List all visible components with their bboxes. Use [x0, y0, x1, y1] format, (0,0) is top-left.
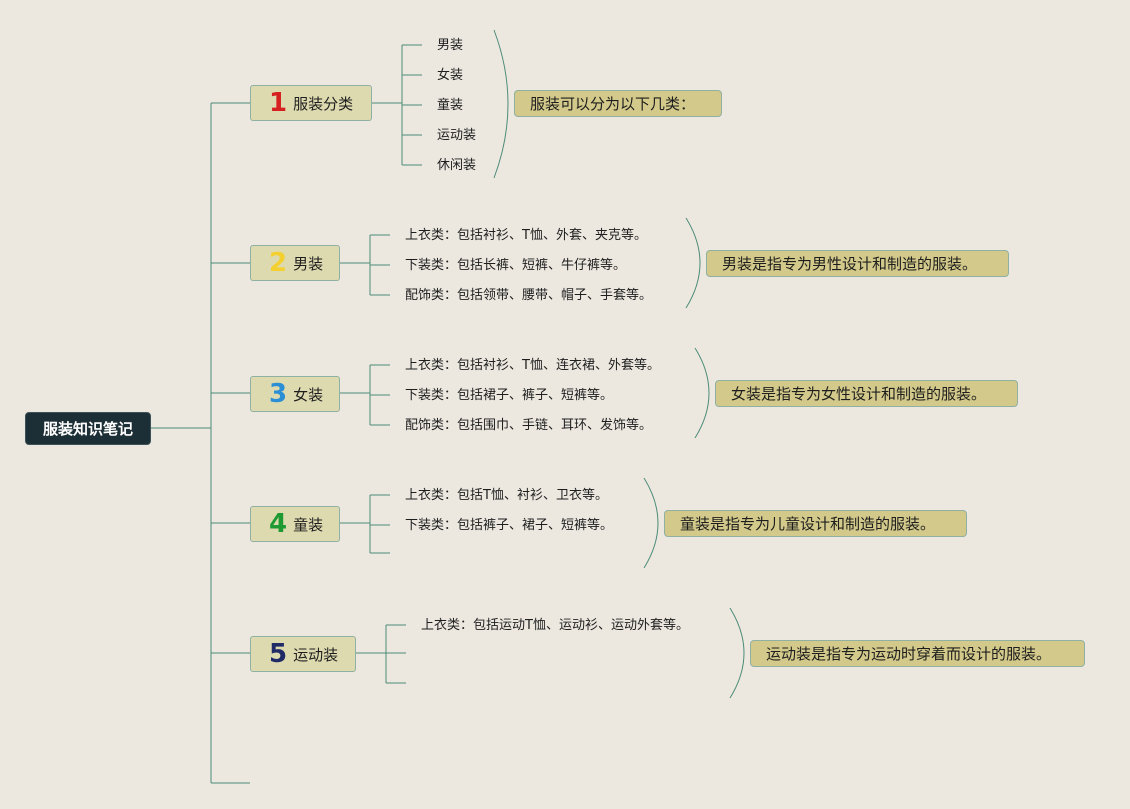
leaf-2-2[interactable]: 下装类：包括长裤、短裤、牛仔裤等。	[405, 258, 627, 273]
branch-number-3: 3	[269, 379, 288, 409]
leaf-1-5[interactable]: 休闲装	[437, 158, 477, 173]
branch-label-1: 服装分类	[293, 94, 354, 113]
branch-node-1[interactable]: 1 服装分类	[250, 85, 372, 121]
brace-2	[685, 217, 701, 309]
branch-node-3[interactable]: 3 女装	[250, 376, 340, 412]
leaf-1-4[interactable]: 运动装	[437, 128, 477, 143]
brace-5	[729, 607, 745, 699]
summary-text-1: 服装可以分为以下几类：	[530, 95, 696, 113]
branch-label-5: 运动装	[293, 645, 339, 664]
branch-number-1: 1	[269, 88, 288, 118]
branch-label-2: 男装	[293, 254, 324, 273]
summary-5[interactable]: 运动装是指专为运动时穿着而设计的服装。	[750, 640, 1085, 667]
leaf-5-1[interactable]: 上衣类：包括运动T恤、运动衫、运动外套等。	[421, 618, 689, 633]
branch-number-5: 5	[269, 639, 288, 669]
leaf-3-1[interactable]: 上衣类：包括衬衫、T恤、连衣裙、外套等。	[405, 358, 660, 373]
summary-2[interactable]: 男装是指专为男性设计和制造的服装。	[706, 250, 1009, 277]
summary-text-2: 男装是指专为男性设计和制造的服装。	[722, 255, 978, 273]
branch-node-4[interactable]: 4 童装	[250, 506, 340, 542]
root-node[interactable]: 服装知识笔记	[25, 412, 151, 445]
root-label: 服装知识笔记	[42, 420, 133, 438]
leaf-2-3[interactable]: 配饰类：包括领带、腰带、帽子、手套等。	[405, 288, 653, 303]
leaf-1-1[interactable]: 男装	[437, 38, 464, 53]
leaf-4-2[interactable]: 下装类：包括裤子、裙子、短裤等。	[405, 518, 614, 533]
summary-4[interactable]: 童装是指专为儿童设计和制造的服装。	[664, 510, 967, 537]
branch-label-4: 童装	[293, 515, 324, 534]
branch-node-2[interactable]: 2 男装	[250, 245, 340, 281]
leaf-3-3[interactable]: 配饰类：包括围巾、手链、耳环、发饰等。	[405, 418, 653, 433]
leaf-3-2[interactable]: 下装类：包括裙子、裤子、短裤等。	[405, 388, 614, 403]
branch-number-4: 4	[269, 509, 288, 539]
branch-label-3: 女装	[293, 385, 324, 404]
brace-4	[643, 477, 659, 569]
summary-text-5: 运动装是指专为运动时穿着而设计的服装。	[766, 645, 1052, 663]
summary-3[interactable]: 女装是指专为女性设计和制造的服装。	[715, 380, 1018, 407]
leaf-4-1[interactable]: 上衣类：包括T恤、衬衫、卫衣等。	[405, 488, 608, 503]
brace-3	[694, 347, 710, 439]
summary-text-3: 女装是指专为女性设计和制造的服装。	[731, 385, 987, 403]
leaf-1-2[interactable]: 女装	[437, 68, 464, 83]
leaf-1-3[interactable]: 童装	[437, 98, 464, 113]
branch-node-5[interactable]: 5 运动装	[250, 636, 356, 672]
leaf-2-1[interactable]: 上衣类：包括衬衫、T恤、外套、夹克等。	[405, 228, 647, 243]
brace-1	[493, 29, 509, 179]
summary-1[interactable]: 服装可以分为以下几类：	[514, 90, 722, 117]
summary-text-4: 童装是指专为儿童设计和制造的服装。	[680, 515, 936, 533]
branch-number-2: 2	[269, 248, 288, 278]
